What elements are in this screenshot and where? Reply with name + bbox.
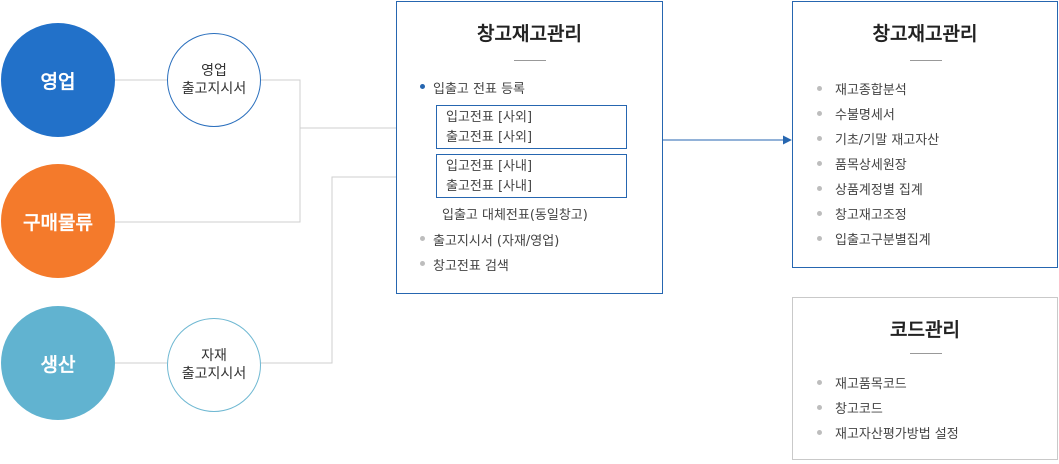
code-bullet-1 (817, 380, 822, 385)
material-order-line-2: 출고지시서 (181, 366, 247, 382)
main-bullet-2 (420, 261, 425, 266)
result-bullet-6 (817, 211, 822, 216)
result-inventory-box: 창고재고관리 재고종합분석 수불명세서 기초/기말 재고자산 품목상세원장 상품… (792, 1, 1058, 268)
material-order-line-1: 자재 (201, 348, 227, 364)
sales-order-line-1: 영업 (201, 63, 227, 79)
result-bullet-4 (817, 161, 822, 166)
code-item-1: 재고품목코드 (835, 377, 907, 392)
main-title-rule (514, 60, 546, 61)
production-circle: 생산 (1, 306, 115, 420)
result-item-7: 입출고구분별집계 (835, 233, 931, 248)
purchase-logistics-label: 구매물류 (23, 211, 93, 234)
code-bullet-3 (817, 430, 822, 435)
code-box-title: 코드관리 (890, 319, 960, 341)
result-bullet-3 (817, 136, 822, 141)
production-label: 생산 (40, 353, 76, 376)
result-item-3: 기초/기말 재고자산 (835, 133, 940, 148)
code-item-3: 재고자산평가방법 설정 (835, 427, 959, 442)
external-out-voucher: 출고전표 [사외] (446, 130, 533, 145)
result-item-1: 재고종합분석 (835, 83, 907, 98)
internal-voucher-box: 입고전표 [사내] 출고전표 [사내] (436, 154, 627, 198)
code-management-box: 코드관리 재고품목코드 창고코드 재고자산평가방법 설정 (792, 297, 1058, 460)
code-title-rule (910, 353, 942, 354)
substitute-voucher-label: 입출고 대체전표(동일창고) (442, 208, 588, 223)
result-bullet-2 (817, 111, 822, 116)
purchase-logistics-circle: 구매물류 (1, 164, 115, 278)
result-item-2: 수불명세서 (835, 108, 895, 123)
result-bullet-5 (817, 186, 822, 191)
result-title-rule (910, 60, 942, 61)
result-item-6: 창고재고조정 (835, 208, 907, 223)
main-box-title: 창고재고관리 (477, 23, 582, 45)
voucher-bullet (420, 84, 425, 89)
result-bullet-1 (817, 86, 822, 91)
code-item-2: 창고코드 (835, 402, 883, 417)
result-bullet-7 (817, 236, 822, 241)
sales-shipping-order-circle: 영업 출고지시서 (167, 33, 261, 127)
result-box-title: 창고재고관리 (872, 23, 978, 45)
material-shipping-order-circle: 자재 출고지시서 (167, 318, 261, 412)
line-to-internal (259, 176, 422, 364)
external-in-voucher: 입고전표 [사외] (446, 110, 533, 125)
main-item-1: 출고지시서 (자재/영업) (433, 234, 560, 249)
line-order-purchase (115, 79, 301, 223)
result-item-5: 상품계정별 집계 (835, 183, 923, 198)
internal-in-voucher: 입고전표 [사내] (446, 159, 533, 174)
main-item-2: 창고전표 검색 (433, 259, 509, 274)
result-item-4: 품목상세원장 (835, 158, 907, 173)
external-voucher-box: 입고전표 [사외] 출고전표 [사외] (436, 105, 627, 149)
internal-out-voucher: 출고전표 [사내] (446, 179, 533, 194)
main-bullet-1 (420, 236, 425, 241)
sales-circle: 영업 (1, 23, 115, 137)
sales-order-line-2: 출고지시서 (181, 81, 247, 97)
sales-label: 영업 (40, 70, 76, 93)
voucher-registration-label: 입출고 전표 등록 (433, 82, 525, 97)
code-bullet-2 (817, 405, 822, 410)
